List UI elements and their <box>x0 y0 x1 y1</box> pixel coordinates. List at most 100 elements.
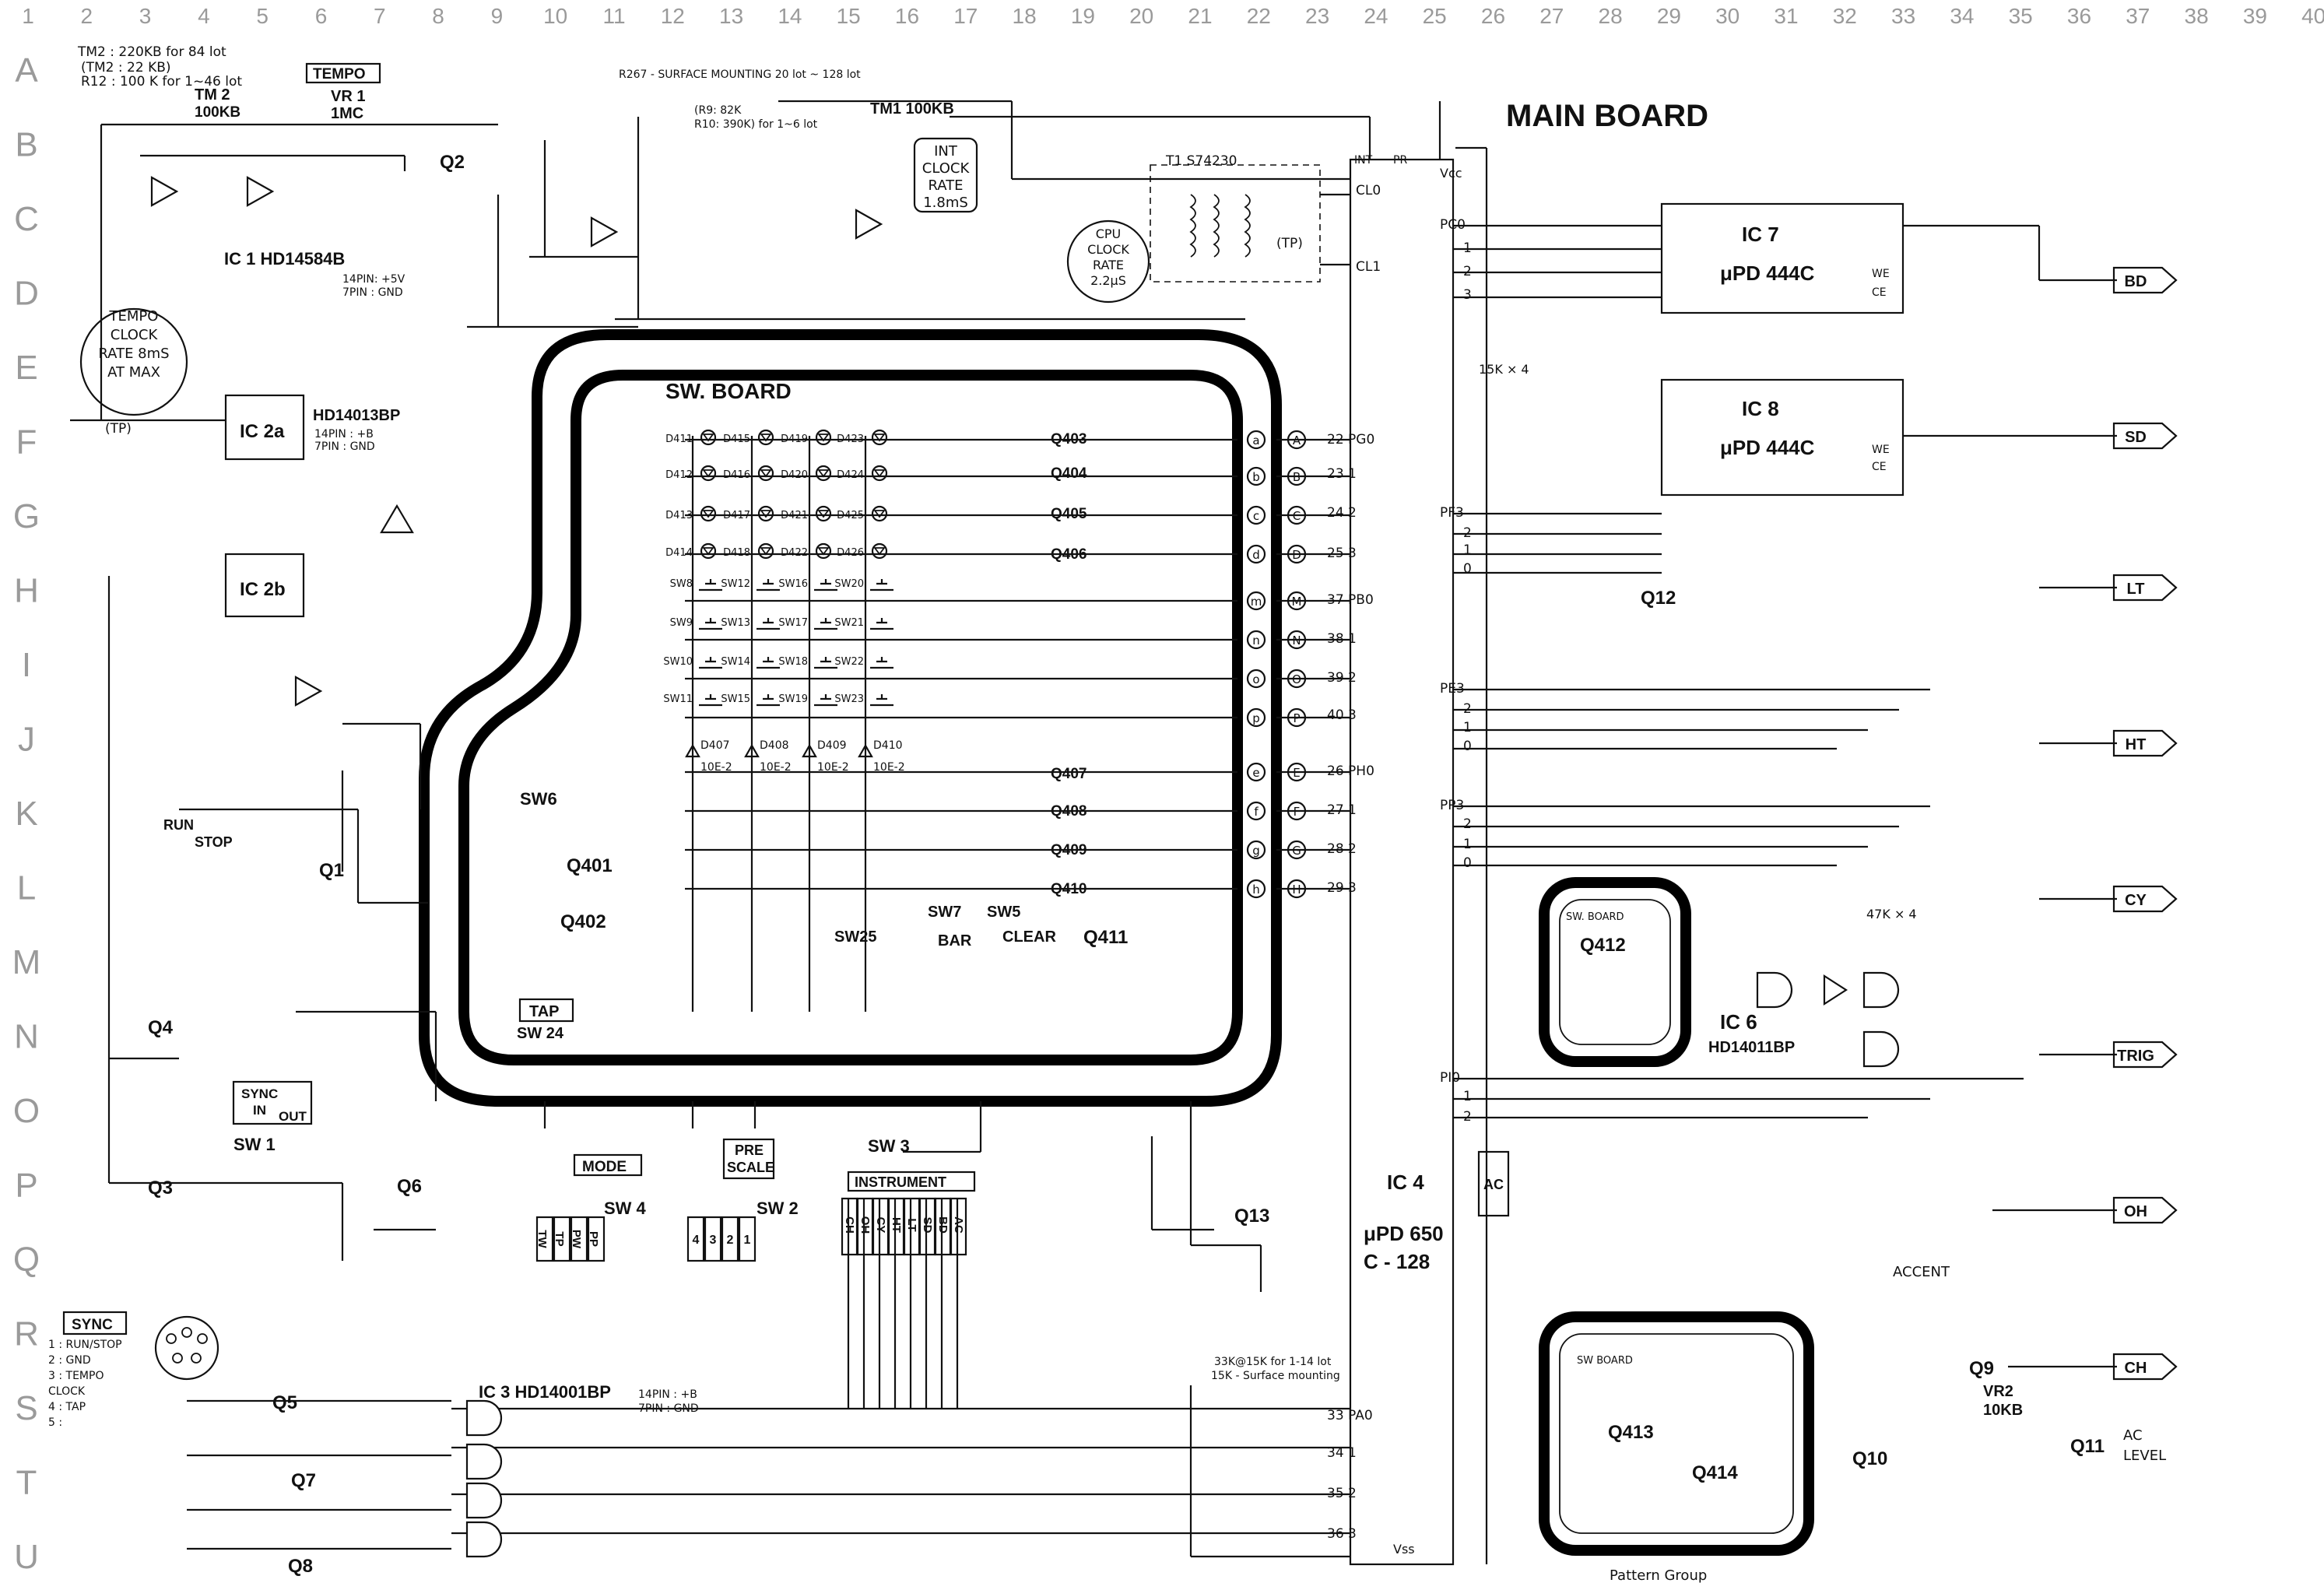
grid-column-label: 36 <box>2067 4 2091 28</box>
grid-row-label: O <box>13 1092 40 1130</box>
pushbutton-icon[interactable] <box>757 618 780 630</box>
switch-position[interactable] <box>704 1216 722 1262</box>
led-icon <box>757 429 774 446</box>
grid-column-label: 37 <box>2126 4 2150 28</box>
switch-position[interactable] <box>553 1216 571 1262</box>
grid-column-label: 1 <box>22 4 34 28</box>
ic4-variant: C - 128 <box>1364 1250 1430 1273</box>
led-label: D424 <box>837 469 864 481</box>
connector-letter: g <box>1252 844 1260 858</box>
pushbutton-icon[interactable] <box>870 579 893 591</box>
grid-column-label: 20 <box>1129 4 1153 28</box>
prescale-2: SCALE <box>727 1160 774 1175</box>
svg-text:1 : RUN/STOP: 1 : RUN/STOP <box>48 1339 122 1351</box>
pushbutton-icon[interactable] <box>814 579 837 591</box>
svg-text:0: 0 <box>1463 739 1472 754</box>
transistor-label: Q10 <box>1852 1448 1887 1469</box>
output-connector[interactable] <box>2112 729 2178 757</box>
t1-coil <box>1244 194 1251 258</box>
svg-text:4 : TAP: 4 : TAP <box>48 1401 86 1413</box>
svg-text:RATE 8mS: RATE 8mS <box>98 346 169 362</box>
led-arrow-icon <box>873 510 886 518</box>
connector-letter: c <box>1253 509 1259 523</box>
pushbutton-icon[interactable] <box>699 694 722 707</box>
output-label: LT <box>2127 581 2145 598</box>
grid-row-label: L <box>17 869 36 907</box>
switch-position[interactable] <box>570 1216 588 1262</box>
switch-position-label: OH <box>858 1216 872 1234</box>
grid-row-label: I <box>22 646 31 684</box>
transistor-label: Q412 <box>1580 935 1626 956</box>
output-connector[interactable] <box>2112 885 2178 913</box>
switch-position[interactable] <box>738 1216 757 1262</box>
pushbutton-icon[interactable] <box>699 618 722 630</box>
connector-letter: h <box>1252 883 1260 897</box>
svg-text:AT MAX: AT MAX <box>107 364 160 381</box>
switch-position[interactable] <box>721 1216 739 1262</box>
pushbutton-icon[interactable] <box>757 694 780 707</box>
grid-column-label: 7 <box>374 4 386 28</box>
switch-position[interactable] <box>587 1216 606 1262</box>
led-arrow-icon <box>702 547 714 556</box>
output-connector[interactable] <box>2112 1041 2178 1069</box>
connector-pin <box>1246 707 1266 728</box>
output-connector[interactable] <box>2112 574 2178 602</box>
tempo-clock-circle <box>79 307 188 416</box>
vr1-label: VR 1 <box>331 88 365 105</box>
svg-text:INT: INT <box>934 143 958 160</box>
grid-row-label: Q <box>13 1241 40 1279</box>
switch-position[interactable] <box>686 1216 705 1262</box>
pushbutton-icon[interactable] <box>814 618 837 630</box>
grid-row-label: G <box>13 497 40 535</box>
grid-row-label: S <box>15 1389 37 1427</box>
tm2-label: TM 2 <box>195 86 230 104</box>
svg-text:22 PG0: 22 PG0 <box>1327 432 1374 448</box>
tap-box <box>518 998 574 1023</box>
transistor-label: Q401 <box>567 855 613 876</box>
sw2-label: SW 2 <box>757 1199 799 1218</box>
switch-position-label: HT <box>890 1217 903 1233</box>
output-label: TRIG <box>2117 1048 2154 1065</box>
output-connector[interactable] <box>2112 422 2178 450</box>
svg-text:26 PH0: 26 PH0 <box>1327 763 1374 779</box>
output-connector[interactable] <box>2112 266 2178 294</box>
ic3-pin14: 14PIN : +B <box>638 1388 697 1401</box>
output-connector[interactable] <box>2112 1353 2178 1381</box>
output-connector[interactable] <box>2112 1196 2178 1224</box>
int-clock-box <box>913 137 978 213</box>
pushbutton-icon[interactable] <box>699 657 722 669</box>
led-label: D411 <box>665 433 693 445</box>
grid-column-label: 12 <box>661 4 685 28</box>
pushbutton-icon[interactable] <box>814 694 837 707</box>
switch-position[interactable] <box>535 1216 554 1262</box>
prescale-1: PRE <box>735 1142 764 1158</box>
pushbutton-icon[interactable] <box>699 579 722 591</box>
pushbutton-icon[interactable] <box>757 657 780 669</box>
grid-column-label: 6 <box>315 4 328 28</box>
ac-box-label: AC <box>1483 1177 1504 1192</box>
din-pin <box>197 1333 208 1344</box>
pushbutton-icon[interactable] <box>870 618 893 630</box>
led-icon <box>757 542 774 560</box>
switch-position-label: LT <box>905 1218 918 1231</box>
pushbutton-icon[interactable] <box>870 694 893 707</box>
bar-label: BAR <box>938 932 972 949</box>
switch-position[interactable] <box>950 1197 967 1256</box>
led-arrow-icon <box>873 547 886 556</box>
pushbutton-icon[interactable] <box>757 579 780 591</box>
din-connector[interactable] <box>154 1315 219 1381</box>
transistor-label: Q5 <box>272 1392 297 1413</box>
tempo-label: TEMPO <box>313 66 366 82</box>
pushbutton-icon[interactable] <box>870 657 893 669</box>
grid-row-label: J <box>18 721 35 759</box>
grid-row-label: R <box>14 1315 39 1353</box>
pushbutton-icon[interactable] <box>814 657 837 669</box>
grid-row-label: F <box>16 423 37 462</box>
pattern-group-title: Pattern Group <box>1610 1567 1707 1584</box>
sync-out-label: OUT <box>279 1109 307 1124</box>
